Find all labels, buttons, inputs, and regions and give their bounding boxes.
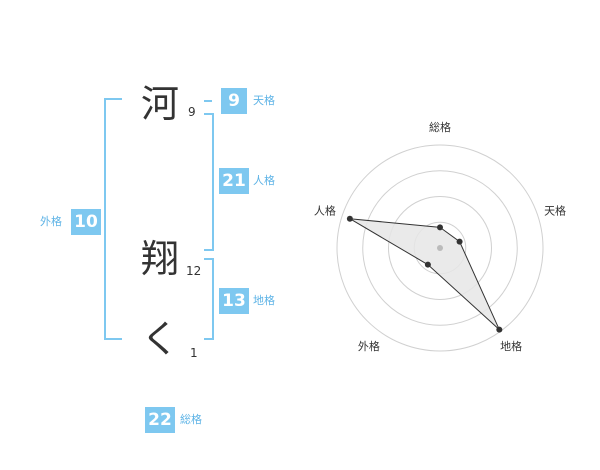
radar-axis-label-4: 外格 [358, 339, 380, 353]
radar-point-1 [437, 224, 443, 231]
radar-center-dot [437, 245, 443, 251]
radar-series-area [349, 218, 500, 331]
gaikaku-bracket [104, 98, 122, 340]
radar-point-2 [456, 238, 463, 245]
name-char-1: 河 [140, 82, 179, 126]
tenkaku-bracket [204, 100, 212, 102]
stroke-count-1: 9 [188, 105, 196, 119]
radar-point-4 [424, 261, 431, 268]
radar-axis-label-3: 地格 [500, 339, 522, 353]
name-char-2: 翔 [140, 237, 179, 281]
chikaku-value: 13 [219, 288, 249, 314]
jinkaku-label: 人格 [253, 174, 275, 187]
gaikaku-value: 10 [71, 209, 101, 235]
stroke-count-2: 12 [186, 264, 202, 278]
radar-axis-label-1: 総格 [429, 120, 451, 134]
soukaku-label: 総格 [180, 413, 202, 426]
radar-ring-4 [336, 144, 544, 352]
stroke-count-3: 1 [190, 346, 198, 360]
tenkaku-label: 天格 [253, 94, 275, 107]
radar-axis-label-5: 人格 [314, 204, 336, 218]
radar-point-3 [496, 326, 503, 333]
tenkaku-value: 9 [221, 88, 247, 114]
radar-ring-3 [362, 170, 518, 326]
chikaku-label: 地格 [253, 294, 275, 307]
jinkaku-value: 21 [219, 168, 249, 194]
name-char-3: く [140, 317, 179, 361]
radar-ring-2 [388, 196, 492, 300]
chikaku-bracket [204, 258, 214, 340]
jinkaku-bracket [204, 113, 214, 251]
soukaku-value: 22 [145, 407, 175, 433]
radar-point-5 [346, 215, 353, 222]
radar-axis-label-2: 天格 [544, 204, 566, 218]
gaikaku-label: 外格 [40, 215, 62, 228]
